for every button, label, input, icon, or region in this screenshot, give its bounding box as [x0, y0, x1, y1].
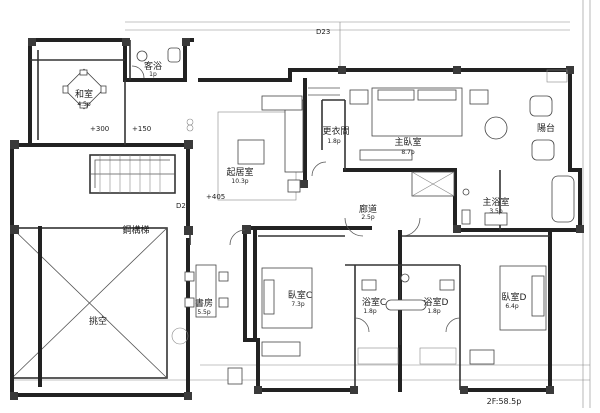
- bedroom-d-furniture: [469, 265, 547, 365]
- balcony-furniture: [529, 69, 568, 161]
- stair-label: 鋼構梯: [122, 224, 149, 236]
- room-bed-d-name: 臥室D: [502, 291, 527, 303]
- doors: [131, 65, 461, 333]
- room-bath-c-name: 浴室C: [362, 296, 386, 308]
- interior-walls: [30, 40, 550, 390]
- bath-cd-fixtures: [357, 273, 457, 365]
- room-bed-d-area: 6.4p: [505, 303, 519, 310]
- bedroom-c-furniture: [261, 267, 313, 357]
- corridor-tag-d20: D20: [176, 202, 190, 210]
- room-bath-d-name: 浴室D: [424, 296, 449, 308]
- living-furniture: [186, 95, 304, 201]
- room-washitsu-area: 4.5p: [77, 101, 91, 108]
- room-corridor-area: 2.5p: [361, 214, 375, 221]
- room-master-bath-area: 3.5p: [489, 208, 503, 215]
- plan-tag-d23: D23: [316, 28, 330, 36]
- study-furniture: [171, 264, 243, 385]
- room-study-area: 5.5p: [197, 309, 211, 316]
- level-mark-plus150: +150: [132, 125, 151, 133]
- stair: [89, 154, 176, 194]
- exterior-walls: [10, 38, 582, 397]
- room-study-name: 書房: [195, 297, 213, 309]
- room-closet-area: 1.8p: [327, 138, 341, 145]
- floor-total-area: 2F:58.5p: [487, 397, 522, 406]
- room-bed-c-name: 臥室C: [288, 289, 312, 301]
- room-bath-d-area: 1.8p: [427, 308, 441, 315]
- room-guest-bath-name: 客浴: [144, 60, 162, 72]
- room-master-bath-name: 主浴室: [482, 196, 509, 208]
- labels: D23 D20 +300 +150 +405 和室 4.5p 客浴 1p 起居室…: [75, 28, 555, 406]
- washitsu-furniture: [37, 50, 107, 140]
- room-closet-name: 更衣間: [322, 125, 349, 137]
- level-mark-plus300: +300: [90, 125, 109, 133]
- room-master-bed-name: 主臥室: [394, 136, 421, 148]
- void-label: 挑空: [89, 315, 107, 327]
- level-mark-plus405: +405: [206, 193, 225, 201]
- room-corridor-name: 廊道: [359, 203, 377, 215]
- room-guest-bath-area: 1p: [149, 71, 157, 78]
- guest-bath-fixtures: [136, 47, 181, 63]
- room-washitsu-name: 和室: [75, 88, 93, 100]
- room-living-name: 起居室: [226, 166, 253, 178]
- closet-furniture: [308, 87, 413, 161]
- void-area: [11, 226, 168, 387]
- master-bed-furniture: [349, 87, 508, 197]
- room-balcony-name: 陽台: [537, 122, 555, 134]
- reference-lines: [10, 0, 591, 408]
- master-bath-fixtures: [461, 175, 575, 226]
- room-living-area: 10.3p: [231, 178, 248, 185]
- structural-columns: [10, 38, 584, 400]
- room-bath-c-area: 1.8p: [363, 308, 377, 315]
- room-bed-c-area: 7.3p: [291, 301, 305, 308]
- room-master-bed-area: 8.7p: [401, 149, 415, 156]
